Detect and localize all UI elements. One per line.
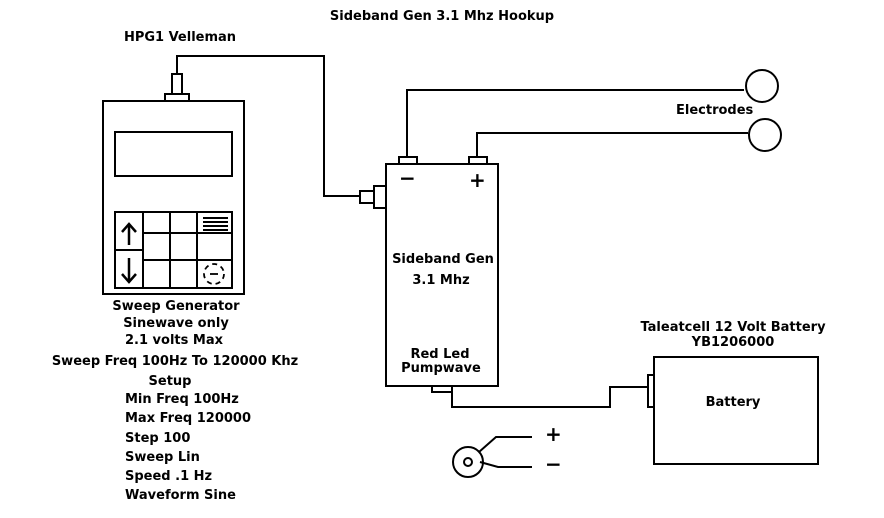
setup-item: Min Freq 100Hz bbox=[125, 392, 239, 407]
sideband-pumpwave-label: Pumpwave bbox=[401, 361, 481, 376]
wire-generator-signal bbox=[176, 55, 360, 197]
sideband-input-connector bbox=[359, 190, 375, 204]
setup-item: Max Freq 120000 bbox=[125, 411, 252, 426]
battery-terminal bbox=[647, 374, 655, 408]
up-arrow-icon bbox=[121, 222, 137, 245]
sideband-terminal-plus bbox=[468, 156, 488, 165]
sideband-plus-label: + bbox=[469, 168, 486, 192]
battery-caption: Taleatcell 12 Volt Battery bbox=[640, 320, 826, 335]
jack-lead-plus bbox=[478, 436, 532, 453]
electrode-1 bbox=[745, 69, 779, 103]
generator-line: Sinewave only bbox=[123, 316, 229, 331]
wire-electrode-2 bbox=[476, 132, 748, 157]
generator-line: Sweep Generator bbox=[112, 299, 240, 314]
generator-connector-pin bbox=[171, 73, 183, 95]
generator-line: 2.1 volts Max bbox=[125, 333, 223, 348]
wire-electrode-1 bbox=[406, 89, 744, 157]
sideband-output-block bbox=[431, 385, 453, 393]
battery-model: YB1206000 bbox=[691, 335, 775, 350]
sideband-input-connector-body bbox=[373, 185, 387, 209]
sideband-minus-label: − bbox=[399, 166, 416, 190]
generator-body bbox=[102, 100, 245, 295]
generator-screen bbox=[114, 131, 233, 177]
dashed-circle-icon bbox=[203, 263, 225, 285]
electrodes-label: Electrodes bbox=[676, 103, 754, 118]
sideband-frequency: 3.1 Mhz bbox=[412, 273, 470, 288]
menu-lines-icon bbox=[203, 217, 228, 231]
jack-inner bbox=[463, 457, 473, 467]
generator-line: Sweep Freq 100Hz To 120000 Khz bbox=[51, 354, 299, 369]
battery-label: Battery bbox=[705, 395, 761, 410]
page-title: Sideband Gen 3.1 Mhz Hookup bbox=[329, 9, 555, 24]
setup-item: Speed .1 Hz bbox=[125, 469, 213, 484]
generator-connector-base bbox=[164, 93, 190, 102]
generator-name: HPG1 Velleman bbox=[123, 30, 237, 45]
setup-item: Sweep Lin bbox=[125, 450, 200, 465]
generator-line: Setup bbox=[148, 374, 192, 389]
jack-lead-minus bbox=[479, 461, 532, 468]
setup-item: Waveform Sine bbox=[125, 488, 236, 503]
down-arrow-icon bbox=[121, 258, 137, 284]
jack-plus-label: + bbox=[545, 422, 562, 446]
jack-minus-label: − bbox=[545, 452, 562, 476]
battery-body bbox=[653, 356, 819, 465]
electrode-2 bbox=[748, 118, 782, 152]
sideband-terminal-minus bbox=[398, 156, 418, 165]
wire-battery bbox=[451, 386, 648, 408]
sideband-label: Sideband Gen bbox=[392, 252, 494, 267]
jack-outer bbox=[452, 446, 484, 478]
setup-item: Step 100 bbox=[125, 431, 191, 446]
sideband-led-label: Red Led bbox=[410, 347, 470, 362]
